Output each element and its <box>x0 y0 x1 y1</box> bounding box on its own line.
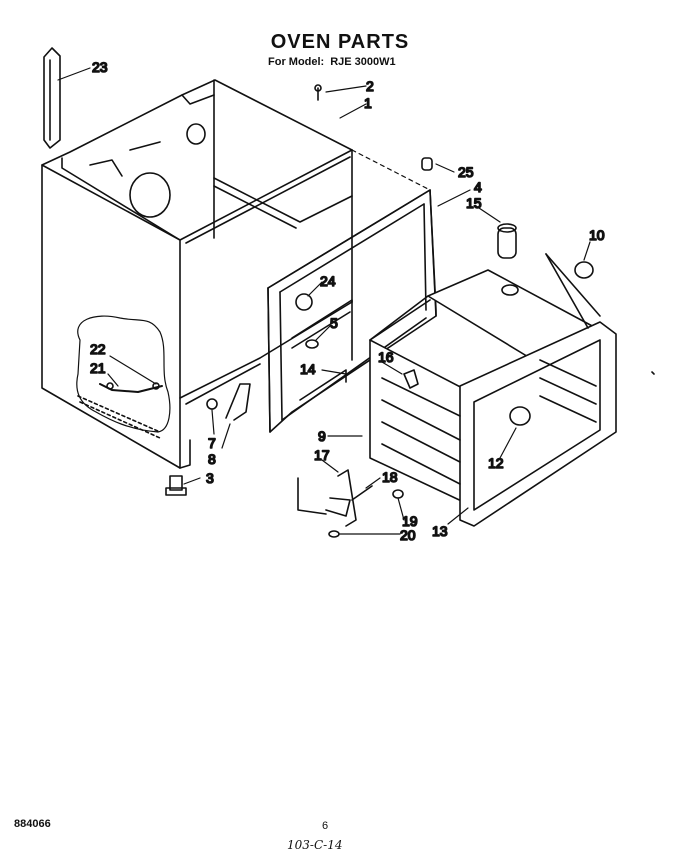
leveling-leg <box>165 475 187 496</box>
page-number: 6 <box>322 820 329 832</box>
callout-18: 18 <box>382 469 398 485</box>
callout-9: 9 <box>318 428 326 444</box>
page-title: OVEN PARTS <box>270 31 410 53</box>
callout-22: 22 <box>90 341 106 357</box>
callout-4: 4 <box>474 179 482 195</box>
callout-17: 17 <box>314 447 330 463</box>
callout-7: 7 <box>208 435 216 451</box>
callout-10: 10 <box>589 227 605 243</box>
document-number: 884066 <box>14 818 51 830</box>
light-cover <box>497 223 517 259</box>
callout-8: 8 <box>208 451 216 467</box>
plug-button <box>574 261 594 279</box>
front-frame <box>267 189 437 433</box>
callout-5: 5 <box>330 315 338 331</box>
grommet <box>295 293 313 311</box>
oven-liner <box>369 269 617 527</box>
trim-strip <box>43 47 61 149</box>
callout-16: 16 <box>378 349 394 365</box>
callout-1: 1 <box>364 95 372 111</box>
callout-3: 3 <box>206 470 214 486</box>
callout-24: 24 <box>320 273 336 289</box>
callout-13: 13 <box>432 523 448 539</box>
callout-12: 12 <box>488 455 504 471</box>
model-number: RJE 3000W1 <box>330 56 396 68</box>
cap <box>421 157 433 171</box>
model-prefix: For Model: <box>268 56 325 68</box>
callout-20: 20 <box>400 527 416 543</box>
callout-21: 21 <box>90 360 106 376</box>
callout-14: 14 <box>300 361 316 377</box>
handwritten-note: 103-C-14 <box>287 838 343 852</box>
oven-cabinet <box>41 79 353 469</box>
model-subtitle: For Model: RJE 3000W1 <box>268 56 402 68</box>
callout-25: 25 <box>458 164 474 180</box>
callout-19: 19 <box>402 513 418 529</box>
hinge-assembly <box>297 469 404 538</box>
callout-15: 15 <box>466 195 482 211</box>
callout-23: 23 <box>92 59 108 75</box>
leader-lines <box>57 67 591 535</box>
callout-2: 2 <box>366 78 374 94</box>
callout-labels: 23 2 1 25 4 15 10 24 5 22 16 21 14 7 9 8… <box>89 58 605 544</box>
